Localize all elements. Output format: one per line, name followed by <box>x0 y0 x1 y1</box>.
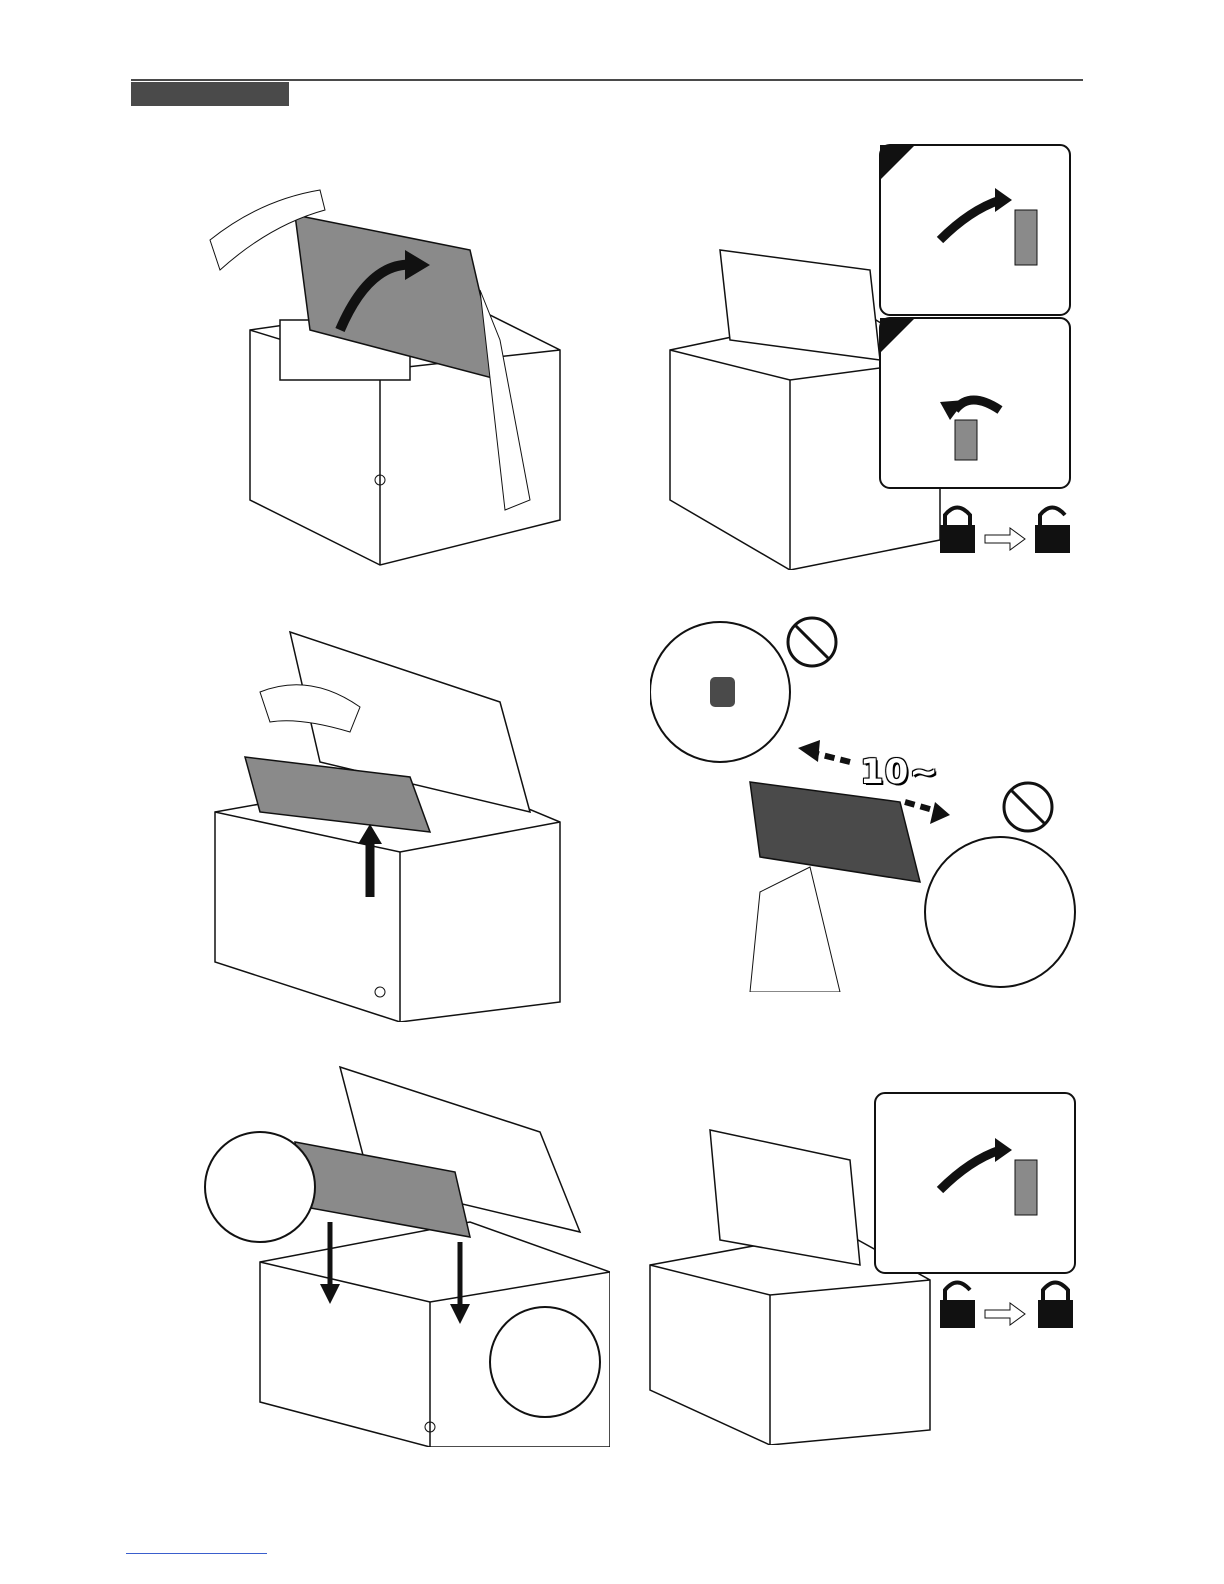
toner-insertion-illustration <box>200 1062 610 1447</box>
lock-closed-icon <box>940 508 975 554</box>
arrow-right-icon <box>985 1303 1025 1325</box>
footer-link[interactable] <box>126 1553 267 1554</box>
header-rule <box>131 79 1083 81</box>
step-lock-lever-illustration <box>640 1090 1080 1445</box>
lock-open-icon <box>1035 508 1070 554</box>
section-tab <box>131 82 289 106</box>
step-insert-toner-illustration <box>200 1062 610 1447</box>
no-touch-icon <box>788 618 836 666</box>
toner-removal-illustration <box>200 612 570 1022</box>
arrow-right-icon <box>985 528 1025 550</box>
step-shake-toner-illustration <box>650 612 1080 992</box>
toner-shake-illustration <box>650 612 1080 992</box>
lock-lever-illustration <box>640 1090 1080 1445</box>
printer-open-cover-illustration <box>200 180 580 570</box>
shake-count-label: 10~ <box>860 752 939 792</box>
lock-open-icon <box>940 1283 975 1329</box>
step-remove-toner-illustration <box>200 612 570 1022</box>
lock-lever-illustration <box>640 140 1080 570</box>
lock-closed-icon <box>1038 1283 1073 1329</box>
step-open-top-cover-illustration <box>200 180 580 570</box>
no-touch-icon <box>1004 783 1052 831</box>
step-unlock-lever-illustration <box>640 140 1080 570</box>
